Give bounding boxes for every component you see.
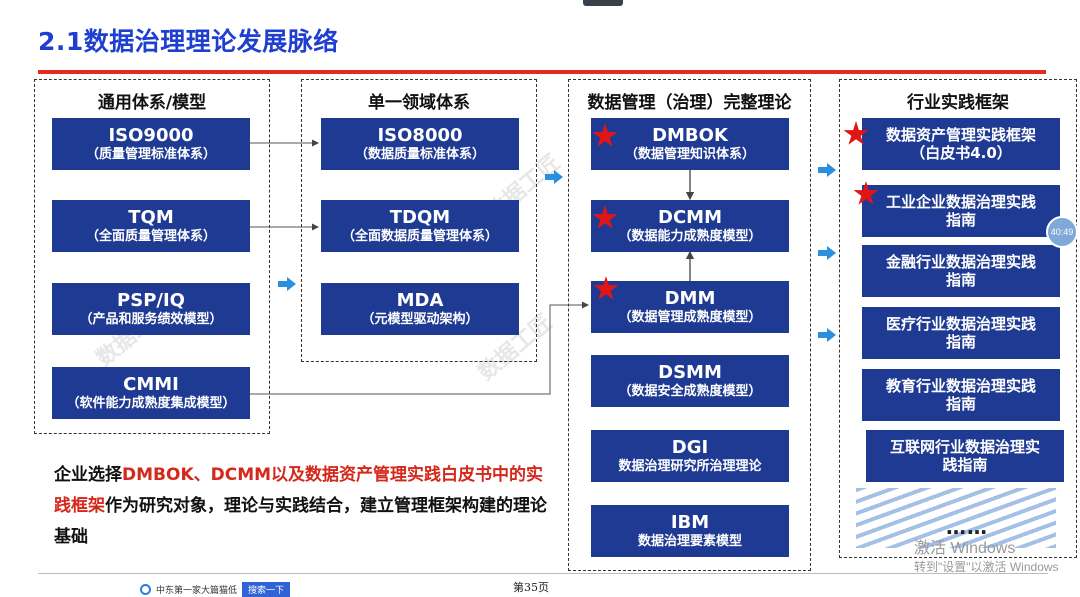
card-title: CMMI — [123, 374, 179, 396]
card-internet-guide[interactable]: 互联网行业数据治理实 践指南 — [866, 430, 1064, 482]
card-dgi[interactable]: DGI 数据治理研究所治理理论 — [591, 430, 789, 482]
activation-title: 激活 Windows — [914, 540, 1016, 557]
card-subtitle: （数据管理成熟度模型） — [618, 310, 762, 325]
browser-search-bar: 中东第一家大篇猫低 搜索一下 — [140, 582, 291, 597]
page-number: 第35页 — [513, 581, 549, 594]
card-subtitle: 指南 — [945, 211, 976, 229]
card-tqm[interactable]: TQM （全面质量管理体系） — [52, 200, 250, 252]
card-title: TQM — [128, 207, 174, 229]
column-header-industry-practice: 行业实践框架 — [907, 93, 1009, 113]
footer-divider — [38, 573, 1048, 574]
card-tdqm[interactable]: TDQM （全面数据质量管理体系） — [321, 200, 519, 252]
column-header-governance-theory: 数据管理（治理）完整理论 — [587, 93, 792, 113]
card-title: 数据资产管理实践框架 — [885, 126, 1036, 144]
conclusion-text: 企业选择DMBOK、DCMM以及数据资产管理实践白皮书中的实践框架作为研究对象，… — [54, 460, 554, 553]
card-subtitle: （数据管理知识体系） — [624, 147, 755, 162]
card-title: DGI — [671, 437, 709, 459]
activation-subtitle: 转到"设置"以激活 Windows — [914, 560, 1059, 574]
card-subtitle: （全面数据质量管理体系） — [341, 229, 498, 244]
card-mda[interactable]: MDA （元模型驱动架构） — [321, 283, 519, 335]
conclusion-part-1: 企业选择 — [54, 465, 122, 485]
card-iso8000[interactable]: ISO8000 （数据质量标准体系） — [321, 118, 519, 170]
card-subtitle: 指南 — [945, 333, 976, 351]
blue-arrow-icon — [818, 328, 836, 342]
card-psp-iq[interactable]: PSP/IQ （产品和服务绩效模型） — [52, 283, 250, 335]
card-title: 医疗行业数据治理实践 — [885, 315, 1036, 333]
card-subtitle: （元模型驱动架构） — [361, 312, 479, 327]
card-title: 金融行业数据治理实践 — [885, 253, 1036, 271]
more-indicator: …… — [946, 515, 988, 539]
card-title: IBM — [670, 512, 710, 534]
card-industrial-guide[interactable]: 工业企业数据治理实践 指南 — [862, 185, 1060, 237]
link-cmmi-dmm — [250, 301, 589, 395]
card-subtitle: 数据治理研究所治理理论 — [618, 459, 762, 474]
windows-activation-watermark: 激活 Windows 转到"设置"以激活 Windows — [914, 539, 1059, 577]
card-subtitle: 数据治理要素模型 — [637, 534, 742, 549]
card-title: PSP/IQ — [117, 290, 185, 312]
card-subtitle: （数据质量标准体系） — [354, 147, 485, 162]
card-subtitle: （全面质量管理体系） — [85, 229, 216, 244]
blue-arrow-icon — [278, 277, 296, 291]
card-title: 教育行业数据治理实践 — [885, 377, 1036, 395]
card-subtitle: （产品和服务绩效模型） — [79, 312, 223, 327]
card-cmmi[interactable]: CMMI （软件能力成熟度集成模型） — [52, 367, 250, 419]
card-subtitle: 指南 — [945, 395, 976, 413]
card-subtitle: （数据安全成熟度模型） — [618, 384, 762, 399]
blue-arrow-icon — [818, 163, 836, 177]
column-single-domain — [301, 79, 537, 362]
card-iso9000[interactable]: ISO9000 （质量管理标准体系） — [52, 118, 250, 170]
card-ibm[interactable]: IBM 数据治理要素模型 — [591, 505, 789, 557]
card-title: DMM — [664, 288, 716, 310]
video-timer-badge[interactable]: 40:49 — [1046, 216, 1078, 248]
title-divider — [38, 70, 1046, 74]
card-title: MDA — [396, 290, 444, 312]
blue-arrow-icon — [818, 246, 836, 260]
column-general — [34, 79, 270, 434]
card-subtitle: （数据能力成熟度模型） — [618, 229, 762, 244]
column-header-single-domain: 单一领域体系 — [368, 93, 470, 113]
card-dmbok[interactable]: DMBOK （数据管理知识体系） — [591, 118, 789, 170]
card-title: DCMM — [658, 207, 722, 229]
search-button[interactable]: 搜索一下 — [242, 582, 291, 597]
card-data-asset-framework[interactable]: 数据资产管理实践框架 （白皮书4.0） — [862, 118, 1060, 170]
card-title: ISO8000 — [377, 125, 463, 147]
card-education-guide[interactable]: 教育行业数据治理实践 指南 — [862, 369, 1060, 421]
card-subtitle: （白皮书4.0） — [910, 144, 1012, 162]
card-subtitle: 指南 — [945, 271, 976, 289]
card-title: 互联网行业数据治理实 — [889, 438, 1040, 456]
card-medical-guide[interactable]: 医疗行业数据治理实践 指南 — [862, 307, 1060, 359]
card-title: 工业企业数据治理实践 — [885, 193, 1036, 211]
decorative-pattern — [856, 488, 1056, 548]
card-title: ISO9000 — [108, 125, 194, 147]
card-dcmm[interactable]: DCMM （数据能力成熟度模型） — [591, 200, 789, 252]
card-title: DMBOK — [652, 125, 728, 147]
window-tab-handle[interactable] — [583, 0, 623, 6]
conclusion-part-3: 作为研究对象，理论与实践结合，建立管理框架构建的理论基础 — [54, 496, 547, 547]
card-dsmm[interactable]: DSMM （数据安全成熟度模型） — [591, 355, 789, 407]
conclusion-highlight: DMBOK、DCMM以及数据资产管理实践白皮书中的实践框架 — [54, 465, 544, 516]
browser-label: 中东第一家大篇猫低 — [156, 586, 238, 596]
blue-arrow-icon — [545, 170, 563, 184]
card-title: TDQM — [389, 207, 451, 229]
ie-icon[interactable] — [140, 584, 151, 595]
column-header-general: 通用体系/模型 — [97, 93, 207, 113]
card-dmm[interactable]: DMM （数据管理成熟度模型） — [591, 281, 789, 333]
card-finance-guide[interactable]: 金融行业数据治理实践 指南 — [862, 245, 1060, 297]
column-industry-practice — [839, 79, 1077, 558]
card-subtitle: （软件能力成熟度集成模型） — [66, 396, 236, 411]
card-subtitle: 践指南 — [942, 456, 988, 474]
card-title: DSMM — [658, 362, 722, 384]
card-subtitle: （质量管理标准体系） — [85, 147, 216, 162]
page-title: 2.1数据治理理论发展脉络 — [38, 27, 339, 56]
column-governance-theory — [568, 79, 811, 571]
